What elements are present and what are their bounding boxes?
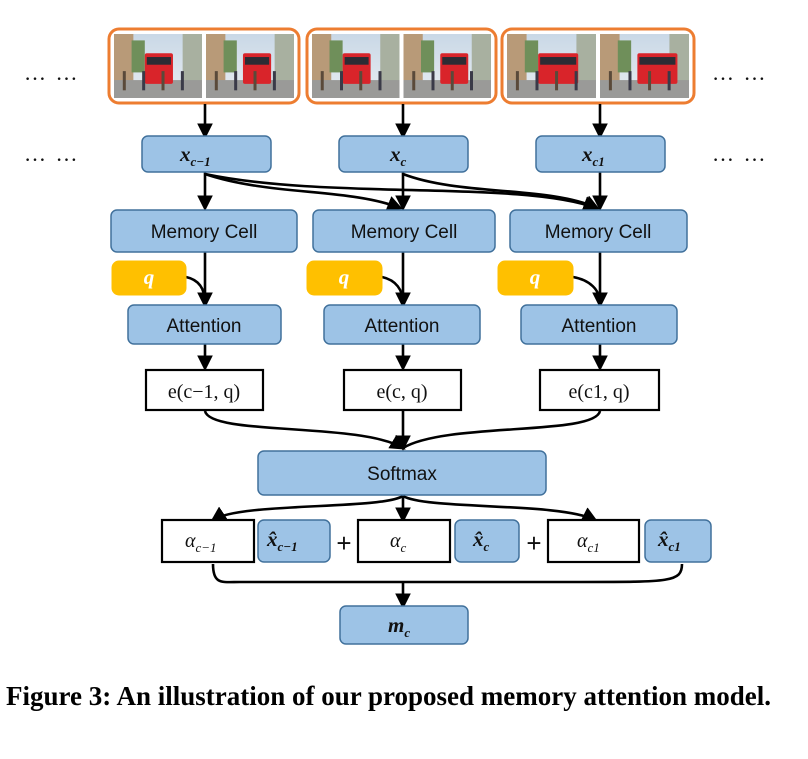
query-box-2: [306, 260, 383, 296]
output-box: [339, 605, 469, 645]
value-label-2: x̂c: [472, 527, 490, 554]
weight-label-1: αc−1: [185, 530, 217, 555]
weight-label-2: αc: [390, 530, 407, 555]
value-box-3: [644, 519, 712, 563]
memory-cell-label-1: Memory Cell: [151, 222, 258, 243]
score-label-1: e(c−1, q): [168, 381, 240, 403]
street-scene-thumbnail: [312, 34, 400, 98]
weight-box-1: [160, 518, 256, 564]
score-label-3: e(c1, q): [568, 381, 629, 403]
query-box-3: [497, 260, 574, 296]
memory-cell-c-minus-1: [110, 209, 298, 253]
memory-cell-label-2: Memory Cell: [351, 222, 458, 243]
attention-box-1: [127, 304, 282, 345]
ellipsis-mid-left: … …: [24, 141, 80, 166]
plus-sign-2: +: [526, 528, 541, 558]
weight-box-3: [546, 518, 641, 564]
attention-box-2: [323, 304, 481, 345]
street-scene-thumbnail: [114, 34, 202, 98]
street-scene-thumbnail: [507, 34, 596, 98]
value-box-2: [454, 519, 520, 563]
street-scene-thumbnail: [600, 34, 689, 98]
score-box-3: [538, 368, 661, 412]
output-label: mc: [388, 613, 410, 640]
memory-cell-c: [312, 209, 496, 253]
input-label-c1: xc1: [581, 142, 605, 169]
weight-box-2: [356, 518, 452, 564]
value-label-1: x̂c−1: [266, 527, 298, 554]
video-frame-pair-3: [500, 27, 696, 105]
attention-label-3: Attention: [562, 316, 637, 337]
query-box-1: [111, 260, 187, 296]
memory-cell-c1: [509, 209, 688, 253]
query-label-3: q: [530, 265, 541, 289]
ellipsis-top-left: … …: [24, 60, 80, 85]
input-box-c: [338, 135, 469, 173]
query-label-1: q: [144, 265, 155, 289]
frame-border: [107, 27, 301, 105]
street-scene-thumbnail: [403, 34, 491, 98]
ellipsis-top-right: … …: [712, 60, 768, 85]
video-frame-pair-1: [107, 27, 301, 105]
frame-border: [305, 27, 498, 105]
weight-label-3: αc1: [577, 530, 600, 555]
softmax-label: Softmax: [367, 464, 437, 485]
query-label-2: q: [339, 265, 350, 289]
attention-label-2: Attention: [365, 316, 440, 337]
attention-box-3: [520, 304, 678, 345]
plus-sign-1: +: [336, 528, 351, 558]
softmax-box: [257, 450, 547, 496]
video-frame-pair-2: [305, 27, 498, 105]
memory-cell-label-3: Memory Cell: [545, 222, 652, 243]
value-box-1: [257, 519, 331, 563]
input-label-c-minus-1: xc−1: [179, 142, 211, 169]
memory-attention-diagram: … … … … … … … …: [24, 27, 768, 645]
score-label-2: e(c, q): [376, 381, 427, 403]
street-scene-thumbnail: [206, 34, 294, 98]
frame-border: [500, 27, 696, 105]
attention-label-1: Attention: [167, 316, 242, 337]
ellipsis-mid-right: … …: [712, 141, 768, 166]
value-label-3: x̂c1: [657, 527, 681, 554]
score-box-2: [342, 368, 463, 412]
input-box-c1: [535, 135, 666, 173]
score-box-1: [144, 368, 265, 412]
input-box-c-minus-1: [141, 135, 272, 173]
figure-caption: Figure 3: An illustration of our propose…: [6, 681, 771, 711]
input-label-c: xc: [389, 142, 407, 169]
